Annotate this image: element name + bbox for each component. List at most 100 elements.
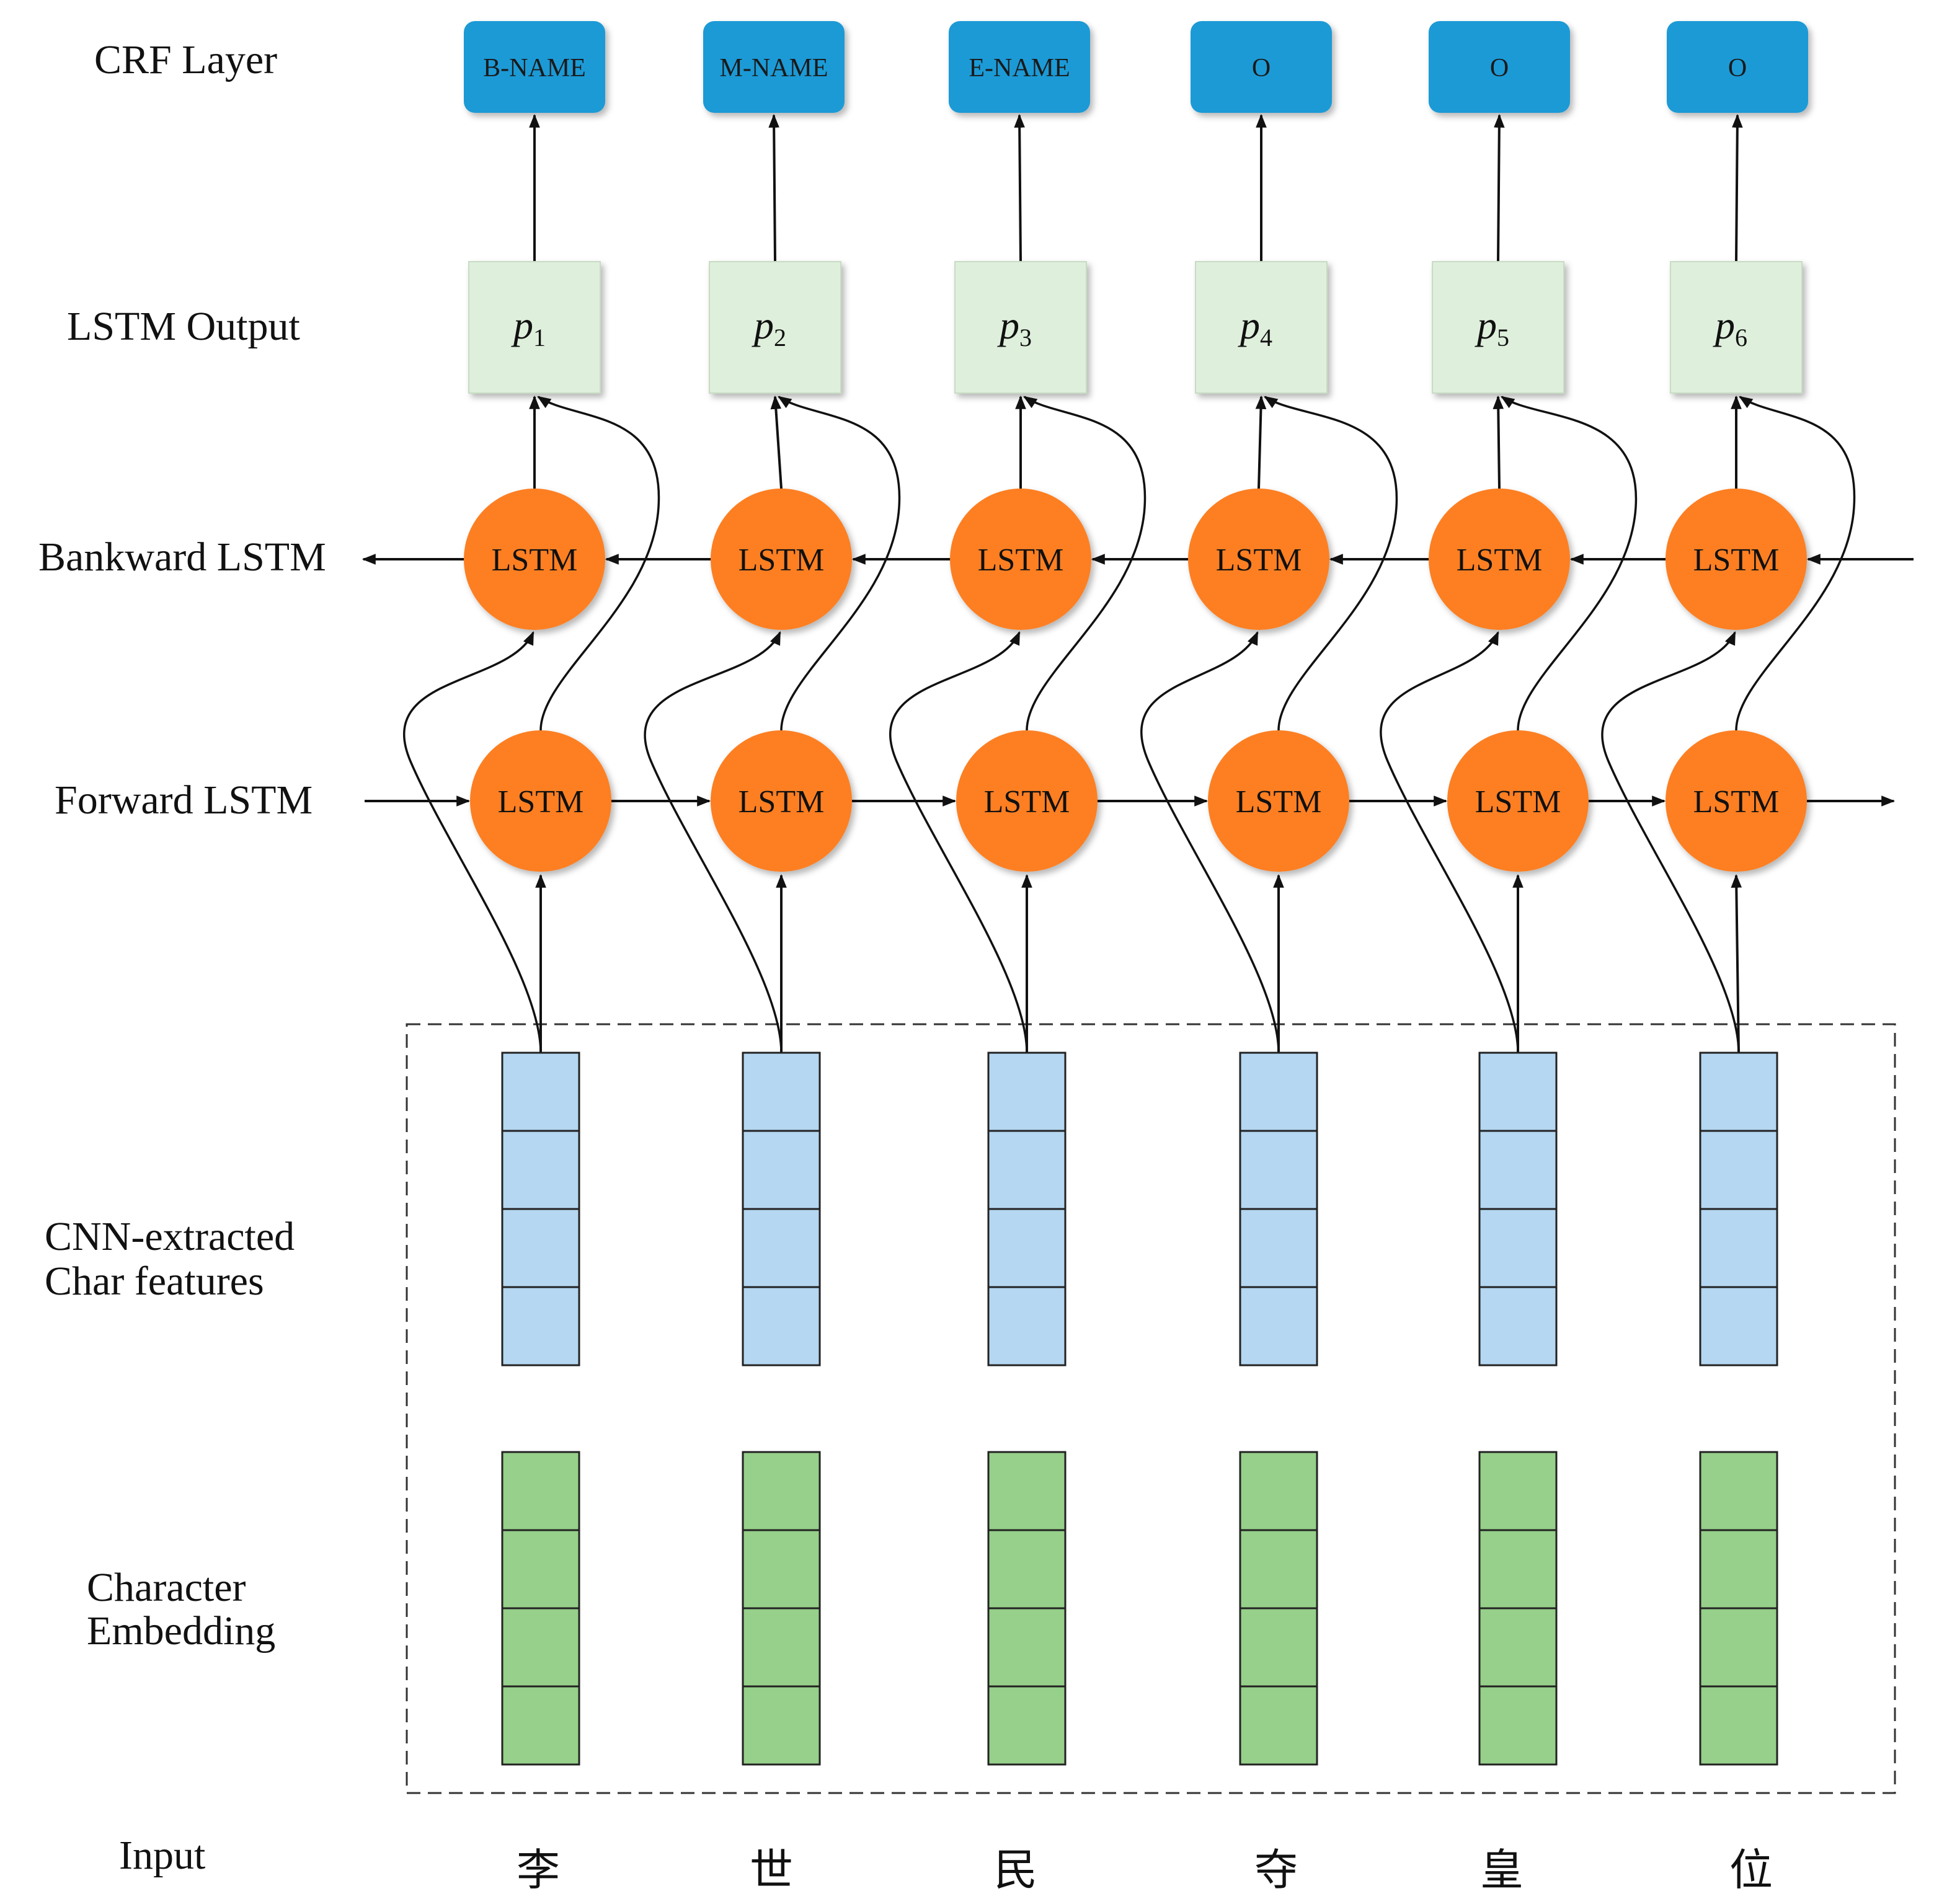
forward-lstm-label: LSTM <box>739 784 825 820</box>
cnn-feature-cell <box>501 1208 580 1288</box>
crf-tag-label: M-NAME <box>720 54 828 82</box>
lstm-output-symbol: p2 <box>752 303 786 352</box>
cnn-feature-cell <box>1478 1052 1558 1132</box>
cnn-features-label-line2: Char features <box>45 1259 264 1304</box>
forward-lstm-label: Forward LSTM <box>55 777 313 823</box>
forward-lstm-label: LSTM <box>984 784 1070 820</box>
lstm-output-box <box>468 261 601 394</box>
backward-lstm-label: Bankward LSTM <box>38 534 326 580</box>
forward-lstm-label: LSTM <box>1693 784 1780 820</box>
input-character: 世 <box>750 1844 793 1895</box>
feature-group-box <box>406 1023 1896 1794</box>
crf-layer-label: CRF Layer <box>94 37 277 82</box>
lstm-output-box <box>1195 261 1328 394</box>
embedding-cell <box>987 1607 1067 1688</box>
forward-to-output-curve <box>1023 396 1147 731</box>
embedding-cell <box>1699 1451 1778 1531</box>
lstm-output-symbol: p6 <box>1713 303 1747 352</box>
backward-lstm-label: LSTM <box>492 542 578 578</box>
feature-to-backward-curve <box>644 631 783 1053</box>
forward-lstm-node <box>711 730 852 872</box>
crf-tag-box <box>1429 21 1570 113</box>
token-columns: B-NAMEp1LSTMLSTM李M-NAMEp2LSTMLSTM世E-NAME… <box>464 21 1808 1895</box>
forward-lstm-label: LSTM <box>1236 784 1322 820</box>
backward-lstm-node <box>711 489 852 630</box>
backward-lstm-node <box>1188 489 1329 630</box>
lstm-output-box <box>954 261 1087 394</box>
output-to-tag-arrow <box>1494 113 1505 262</box>
embedding-cell <box>987 1529 1067 1610</box>
forward-to-output-curve <box>537 396 660 731</box>
embedding-cell <box>1239 1685 1318 1766</box>
embedding-cell <box>742 1607 821 1688</box>
feature-to-backward-curve <box>403 631 542 1053</box>
lstm-output-box <box>709 261 841 394</box>
embedding-cell <box>501 1685 580 1766</box>
forward-lstm-node <box>470 730 611 872</box>
embedding-cell <box>501 1451 580 1531</box>
feature-to-backward-curve <box>1380 631 1519 1053</box>
backward-lstm-node <box>950 489 1091 630</box>
cnn-feature-cell <box>1478 1130 1558 1210</box>
backward-lstm-label: LSTM <box>1216 542 1302 578</box>
lstm-output-label: LSTM Output <box>67 304 300 349</box>
cnn-feature-cell <box>987 1208 1067 1288</box>
cnn-feature-cell <box>1239 1130 1318 1210</box>
cnn-feature-cell <box>987 1286 1067 1366</box>
crf-tag-box <box>1667 21 1808 113</box>
backward-to-output-arrow <box>770 395 783 489</box>
crf-tag-box <box>949 21 1090 113</box>
lstm-output-symbol: p5 <box>1475 303 1509 352</box>
embedding-cell <box>1699 1685 1778 1766</box>
cnn-feature-cell <box>1239 1052 1318 1132</box>
cnn-feature-cell <box>1478 1286 1558 1366</box>
input-character: 李 <box>517 1844 560 1895</box>
backward-lstm-node <box>464 489 605 630</box>
forward-lstm-node <box>1666 730 1807 872</box>
lstm-output-symbol: p3 <box>997 303 1032 352</box>
feature-to-backward-curve <box>1140 631 1280 1053</box>
cross-connections <box>403 396 1856 1053</box>
cnn-feature-cell <box>501 1130 580 1210</box>
char-embedding-label-line1: Character <box>87 1565 246 1610</box>
embedding-cell <box>1478 1451 1558 1531</box>
feature-to-backward-curve <box>1601 631 1740 1053</box>
cnn-features-label-line1: CNN-extracted <box>45 1214 295 1259</box>
backward-lstm-label: LSTM <box>1457 542 1543 578</box>
input-label: Input <box>119 1833 205 1878</box>
cnn-feature-cell <box>742 1130 821 1210</box>
crf-tag-label: E-NAME <box>969 54 1070 82</box>
cnn-feature-cell <box>987 1052 1067 1132</box>
cnn-feature-cell <box>1699 1130 1778 1210</box>
cnn-feature-cell <box>742 1286 821 1366</box>
forward-to-output-curve <box>1735 396 1856 731</box>
input-character: 夺 <box>1254 1844 1298 1895</box>
lstm-output-box <box>1432 261 1564 394</box>
input-character: 位 <box>1729 1844 1773 1895</box>
embedding-cell <box>987 1451 1067 1531</box>
embedding-cell <box>1699 1607 1778 1688</box>
embedding-cell <box>742 1529 821 1610</box>
forward-lstm-label: LSTM <box>1475 784 1561 820</box>
embedding-cell <box>501 1607 580 1688</box>
backward-to-output-arrow <box>1255 395 1267 489</box>
output-to-tag-arrow <box>1732 113 1743 262</box>
backward-lstm-label: LSTM <box>978 542 1064 578</box>
cnn-feature-cell <box>501 1052 580 1132</box>
input-character: 皇 <box>1480 1844 1524 1895</box>
output-to-tag-arrow <box>768 113 779 262</box>
forward-lstm-node <box>1447 730 1589 872</box>
lstm-output-symbol: p4 <box>1238 303 1272 352</box>
cnn-feature-cell <box>987 1130 1067 1210</box>
crf-tag-box <box>1191 21 1332 113</box>
output-to-tag-arrow <box>1014 113 1025 262</box>
crf-tag-label: O <box>1490 54 1509 82</box>
forward-lstm-node <box>956 730 1098 872</box>
crf-tag-label: O <box>1252 54 1271 82</box>
cnn-feature-cell <box>1699 1286 1778 1366</box>
crf-tag-box <box>703 21 845 113</box>
